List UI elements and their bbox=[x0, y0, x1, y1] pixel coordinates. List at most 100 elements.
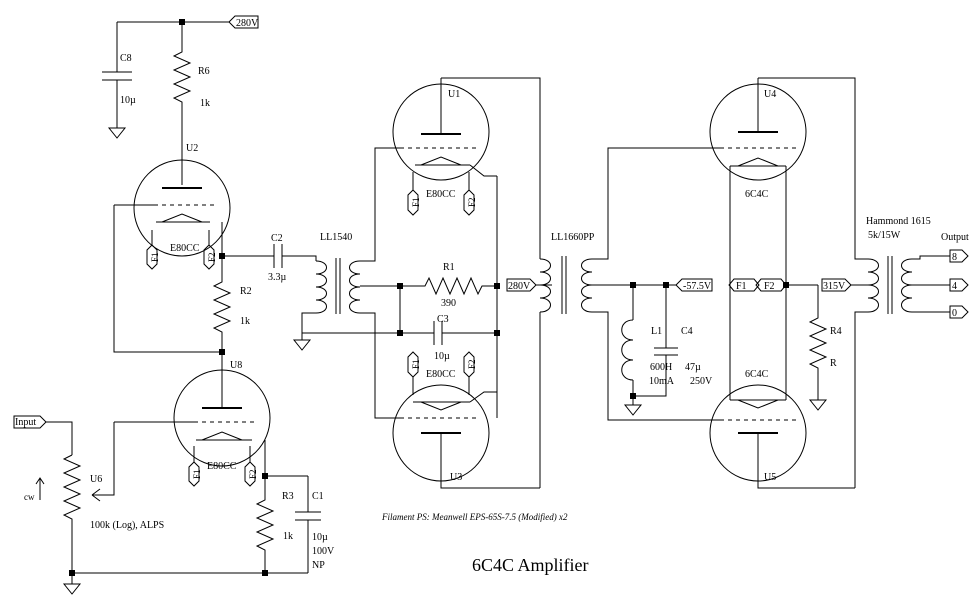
u5-type: 6C4C bbox=[745, 369, 769, 380]
c8-value: 10µ bbox=[120, 95, 136, 106]
u6-ref: U6 bbox=[90, 474, 102, 485]
output-port-8: 8 bbox=[949, 249, 969, 263]
u5-plate-wire bbox=[854, 311, 868, 488]
u8-type: E80CC bbox=[207, 461, 237, 472]
rail-280v-1: 280V bbox=[228, 15, 259, 29]
r6-resistor: R6 1k bbox=[172, 22, 210, 185]
svg-text:280V: 280V bbox=[508, 281, 531, 292]
u8-ref: U8 bbox=[230, 360, 242, 371]
u1-plate-wire bbox=[441, 77, 541, 259]
c3-ref: C3 bbox=[437, 314, 449, 325]
u6-value: 100k (Log), ALPS bbox=[90, 520, 164, 531]
svg-text:F2: F2 bbox=[207, 252, 217, 262]
r1-resistor: R1 390 bbox=[400, 262, 497, 309]
c4-v2: 250V bbox=[690, 376, 713, 387]
svg-text:F1: F1 bbox=[411, 197, 421, 207]
u2-grid-wire bbox=[113, 205, 222, 353]
r6-value: 1k bbox=[200, 98, 210, 109]
u8-tube: U8 E80CC F1 F2 bbox=[114, 360, 271, 487]
svg-text:315V: 315V bbox=[823, 281, 846, 292]
page-title: 6C4C Amplifier bbox=[472, 555, 589, 575]
u2-cathode-wire bbox=[221, 222, 260, 257]
t2-top-wire bbox=[592, 147, 720, 260]
r2-resistor: R2 1k bbox=[212, 256, 252, 370]
u5-tube: U5 6C4C bbox=[709, 369, 855, 489]
c1-capacitor: C1 10µ 100V NP bbox=[295, 476, 335, 573]
rail-bias: -57.5V bbox=[675, 278, 713, 292]
u4-ref: U4 bbox=[764, 89, 776, 100]
t2-transformer: LL1660PP bbox=[539, 232, 595, 314]
svg-text:F2: F2 bbox=[248, 469, 258, 479]
output-label: Output bbox=[941, 232, 969, 243]
u2-ref: U2 bbox=[186, 143, 198, 154]
r3-value: 1k bbox=[283, 531, 293, 542]
l1-v2: 10mA bbox=[649, 376, 675, 387]
l1-v1: 600H bbox=[650, 362, 672, 373]
filament-flags: F1 F2 bbox=[728, 278, 787, 292]
r2-value: 1k bbox=[240, 316, 250, 327]
u6-potentiometer: cw U6 100k (Log), ALPS bbox=[24, 422, 164, 573]
c2-ref: C2 bbox=[271, 233, 283, 244]
r4-resistor: R4 R bbox=[808, 285, 842, 411]
t2-bottom-wire bbox=[592, 311, 720, 421]
ground-symbol bbox=[62, 573, 82, 595]
u2-type: E80CC bbox=[170, 243, 200, 254]
r3-ref: R3 bbox=[282, 491, 294, 502]
svg-text:F2: F2 bbox=[764, 281, 775, 292]
svg-text:Input: Input bbox=[15, 417, 36, 428]
c2-value: 3.3µ bbox=[268, 272, 287, 283]
u1-tube: U1 E80CC F1 F2 bbox=[392, 78, 497, 216]
c4-capacitor: C4 47µ 250V bbox=[633, 285, 713, 397]
svg-text:F1: F1 bbox=[150, 252, 160, 262]
r3-resistor: R3 1k bbox=[255, 476, 294, 573]
input-port: Input bbox=[13, 415, 73, 455]
c1-v1: 10µ bbox=[312, 532, 328, 543]
c2-capacitor: C2 3.3µ bbox=[260, 233, 317, 283]
svg-text:4: 4 bbox=[952, 281, 957, 292]
junction bbox=[262, 570, 268, 576]
output-port-0: 0 bbox=[949, 305, 969, 319]
c8-capacitor: C8 10µ bbox=[102, 22, 136, 139]
u4-plate-wire bbox=[758, 77, 868, 260]
svg-text:280V: 280V bbox=[236, 18, 259, 29]
rail-315v: 315V bbox=[821, 278, 868, 292]
output-port-4: 4 bbox=[949, 278, 969, 292]
svg-text:8: 8 bbox=[952, 252, 957, 263]
cw-label: cw bbox=[24, 492, 35, 502]
u5-ref: U5 bbox=[764, 472, 776, 483]
r6-ref: R6 bbox=[198, 66, 210, 77]
r2-ref: R2 bbox=[240, 286, 252, 297]
svg-text:0: 0 bbox=[952, 308, 957, 319]
l1-inductor: L1 600H 10mA bbox=[621, 285, 675, 396]
u3-type: E80CC bbox=[426, 369, 456, 380]
svg-text:F2: F2 bbox=[467, 359, 477, 369]
junction bbox=[219, 349, 225, 355]
r4-value: R bbox=[830, 358, 837, 369]
svg-text:-57.5V: -57.5V bbox=[683, 281, 712, 292]
l1-ref: L1 bbox=[651, 326, 662, 337]
c1-v2: 100V bbox=[312, 546, 335, 557]
t3-transformer: Hammond 1615 5k/15W bbox=[866, 216, 931, 314]
u8-cathode-wire bbox=[264, 440, 308, 477]
t1-bottom-wire bbox=[360, 312, 400, 419]
svg-text:F1: F1 bbox=[192, 469, 202, 479]
t2-ref: LL1660PP bbox=[551, 232, 595, 243]
u2-tube: U2 E80CC F1 F2 bbox=[114, 143, 231, 270]
u3-tube: U3 E80CC F1 F2 bbox=[392, 351, 540, 489]
t1-top-wire bbox=[360, 147, 400, 262]
svg-text:F1: F1 bbox=[411, 359, 421, 369]
t1-ref: LL1540 bbox=[320, 232, 352, 243]
t3-value: 5k/15W bbox=[868, 230, 901, 241]
t1-transformer: LL1540 bbox=[292, 232, 361, 351]
u4-type: 6C4C bbox=[745, 189, 769, 200]
c1-v3: NP bbox=[312, 560, 325, 571]
svg-text:F1: F1 bbox=[736, 281, 747, 292]
u1-type: E80CC bbox=[426, 189, 456, 200]
filament-note: Filament PS: Meanwell EPS-65S-7.5 (Modif… bbox=[381, 512, 568, 522]
c3-value: 10µ bbox=[434, 351, 450, 362]
r4-ref: R4 bbox=[830, 326, 842, 337]
t3-ref: Hammond 1615 bbox=[866, 216, 931, 227]
svg-text:F2: F2 bbox=[467, 197, 477, 207]
u3-ref: U3 bbox=[450, 472, 462, 483]
